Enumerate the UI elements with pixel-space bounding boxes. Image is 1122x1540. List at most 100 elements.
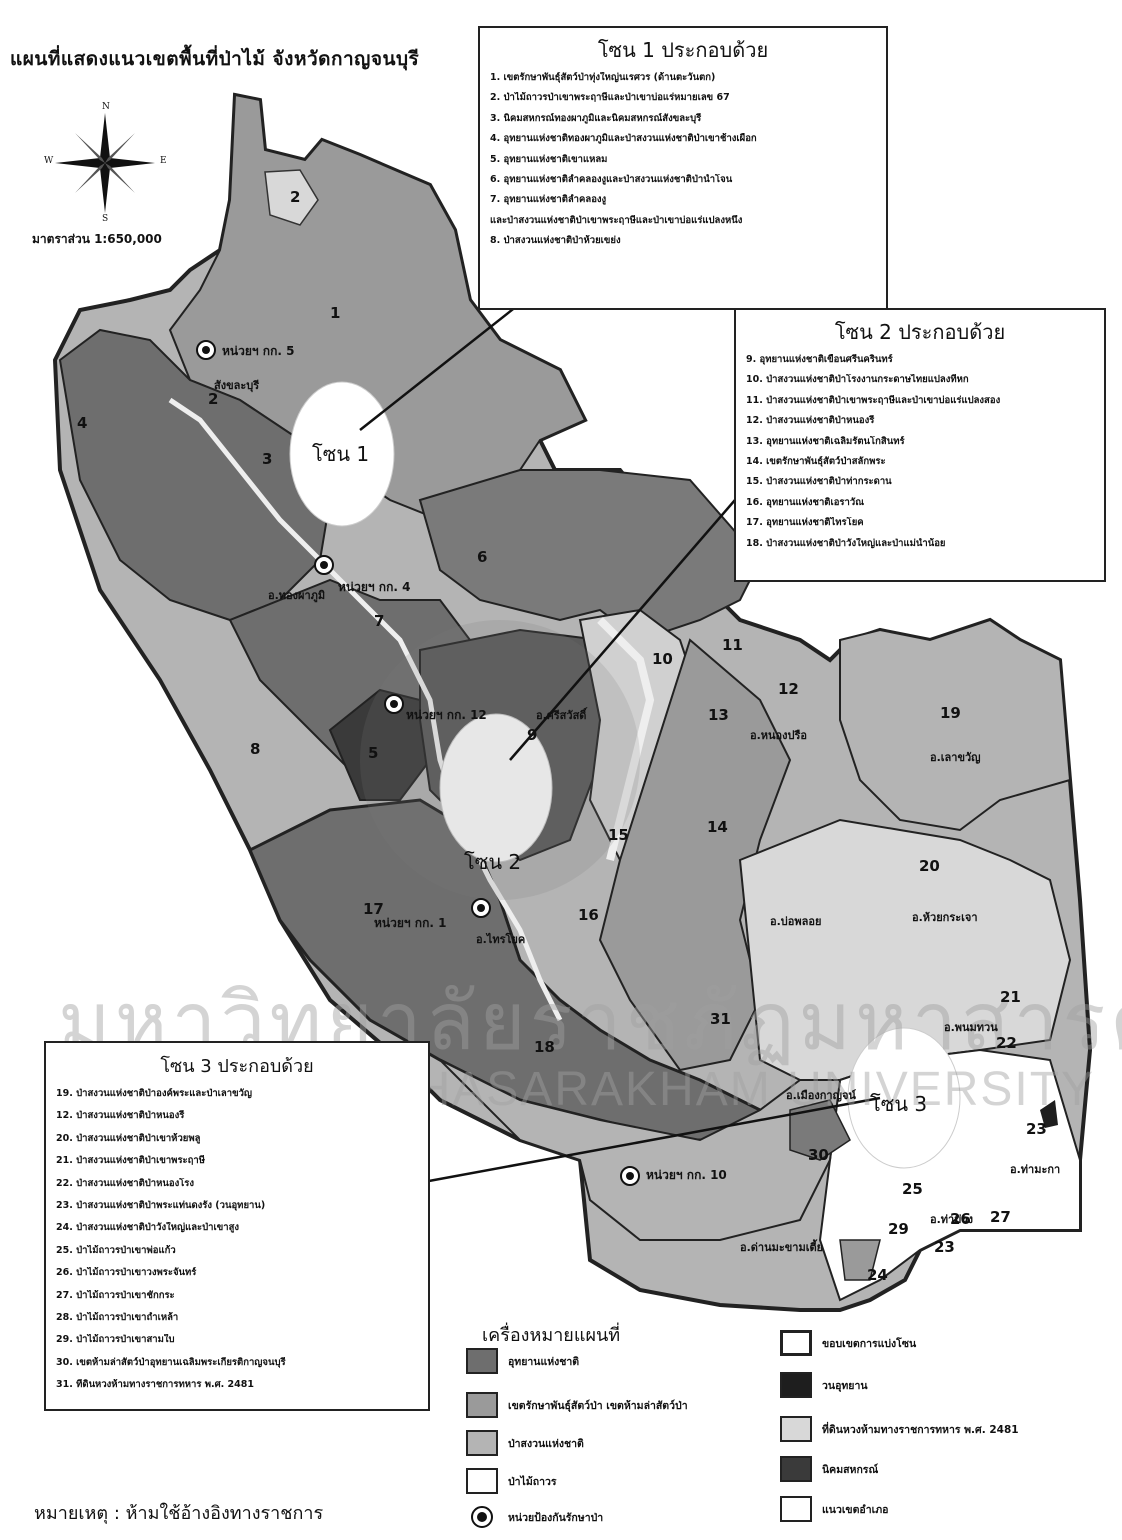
compass-rose-icon: N S W E [44, 102, 167, 224]
place-saiyok: อ.ไทรโยค [476, 933, 526, 946]
legend-item: ขอบเขตการแบ่งโซน [780, 1330, 916, 1356]
legend-item: หน่วยป้องกันรักษาป่า [466, 1504, 603, 1530]
area-number: 12 [778, 680, 799, 698]
area-number: 26 [950, 1210, 971, 1228]
zone3-item: 27. ป่าไม้ถาวรป่าเขาชักกระ [56, 1289, 175, 1301]
place-sangkhla: สังขละบุรี [214, 379, 260, 392]
place-boploi: อ.บ่อพลอย [770, 915, 822, 928]
zone3-item: 28. ป่าไม้ถาวรป่าเขาถ้ำเหล้า [56, 1311, 179, 1323]
legend-unit-marker-icon [466, 1504, 498, 1530]
zone2-item: 17. อุทยานแห่งชาติไทรโยค [746, 517, 864, 529]
area-number: 2 [290, 188, 301, 206]
river [168, 397, 563, 1022]
place-thamuang: อ.ท่าม่วง [930, 1213, 974, 1226]
legend-swatch-cooperative [780, 1456, 812, 1482]
compass-e: E [160, 156, 167, 166]
zone3-item: 26. ป่าไม้ถาวรป่าเขาวงพระจันทร์ [56, 1267, 197, 1279]
legend-swatch-military [780, 1416, 812, 1442]
place-mueang: อ.เมืองกาญจน์ [786, 1089, 856, 1102]
zone2-item: 14. เขตรักษาพันธุ์สัตว์ป่าสลักพระ [746, 455, 886, 467]
legend-label: เขตรักษาพันธุ์สัตว์ป่า เขตห้ามล่าสัตว์ป่… [508, 1399, 688, 1412]
legend-label: ป่าสงวนแห่งชาติ [508, 1437, 584, 1450]
area-number: 5 [368, 744, 379, 762]
place-thamaka: อ.ท่ามะกา [1010, 1163, 1061, 1176]
footnote: หมายเหตุ : ห้ามใช้อ้างอิงทางราชการ [34, 1503, 324, 1524]
area-6-national-park [418, 469, 762, 642]
zone2-leader [509, 499, 736, 761]
area-number: 10 [652, 650, 673, 668]
zone3-item: 25. ป่าไม้ถาวรป่าเขาพ่อแก้ว [56, 1244, 176, 1256]
zone1-item: 2. ป่าไม้ถาวรป่าเขาพระฤาษีและป่าเขาบ่อแร… [490, 92, 730, 104]
area-number: 2 [208, 390, 219, 408]
place-huaikrachao: อ.ห้วยกระเจา [912, 911, 978, 924]
area-19-forest [839, 618, 1072, 832]
legend-swatch-permanent-forest [466, 1468, 498, 1494]
zone1-item: 6. อุทยานแห่งชาติลำคลองงูและป่าสงวนแห่งช… [490, 173, 733, 185]
zone2-item: 9. อุทยานแห่งชาติเขื่อนศรีนครินทร์ [746, 354, 893, 365]
zone2-item: 13. อุทยานแห่งชาติเฉลิมรัตนโกสินทร์ [746, 435, 905, 447]
zone1-item: และป่าสงวนแห่งชาติป่าเขาพระฤาษีและป่าเขา… [490, 214, 743, 226]
zone3-item: 24. ป่าสงวนแห่งชาติป่าวังใหญ่และป่าเขาสู… [56, 1222, 240, 1234]
zone3-item: 29. ป่าไม้ถาวรป่าเขาสามใบ [56, 1334, 175, 1346]
zone3-item: 31. ที่ดินหวงห้ามทางราชการทหาร พ.ศ. 2481 [56, 1379, 254, 1391]
zone3-list: 19. ป่าสงวนแห่งชาติป่าองค์พระและป่าเลาขว… [56, 1088, 418, 1390]
area-number: 23 [934, 1238, 955, 1256]
scale-label: มาตราส่วน 1:650,000 [32, 232, 162, 246]
legend-swatch-district-boundary [780, 1496, 812, 1522]
zone1-list: 1. เขตรักษาพันธุ์สัตว์ป่าทุ่งใหญ่นเรศวร … [490, 72, 876, 247]
area-23-garden [1040, 1100, 1058, 1128]
area-number: 24 [867, 1266, 888, 1284]
legend-swatch-sanctuary [466, 1392, 498, 1418]
zone1-item: 4. อุทยานแห่งชาติทองผาภูมิและป่าสงวนแห่ง… [490, 133, 757, 145]
zone2-list: 9. อุทยานแห่งชาติเขื่อนศรีนครินทร์ 10. ป… [746, 354, 1094, 549]
legend-label: ที่ดินหวงห้ามทางราชการทหาร พ.ศ. 2481 [822, 1423, 1019, 1436]
zone3-item: 30. เขตห้ามล่าสัตว์ป่าอุทยานเฉลิมพระเกีย… [56, 1356, 286, 1368]
unit-label: หน่วยฯ กก. 4 [338, 580, 411, 594]
unit-markers [196, 340, 640, 1186]
compass-w: W [44, 156, 54, 166]
zone1-item: 7. อุทยานแห่งชาติลำคลองงู [490, 194, 607, 206]
area-30-sanctuary [789, 1099, 851, 1161]
area-number: 29 [888, 1220, 909, 1238]
area-number: 31 [710, 1010, 731, 1028]
legend-swatch-national-forest [466, 1430, 498, 1456]
zone1-box: โซน 1 ประกอบด้วย 1. เขตรักษาพันธุ์สัตว์ป… [478, 26, 888, 310]
area-number: 4 [77, 414, 88, 432]
area-24 [839, 1239, 881, 1281]
area-number: 1 [330, 304, 341, 322]
legend-title: เครื่องหมายแผนที่ [482, 1325, 621, 1346]
zone2-item: 18. ป่าสงวนแห่งชาติป่าวังใหญ่และป่าแม่น้… [746, 537, 946, 549]
legend-label: นิคมสหกรณ์ [822, 1463, 879, 1476]
area-2-permanent-forest [264, 169, 319, 226]
zone1-title: โซน 1 ประกอบด้วย [597, 38, 769, 62]
zone1-ellipse [289, 381, 395, 527]
zone2-item: 15. ป่าสงวนแห่งชาติป่าท่ากระดาน [746, 476, 892, 488]
zone3-title: โซน 3 ประกอบด้วย [160, 1056, 314, 1077]
zone2-item: 12. ป่าสงวนแห่งชาติป่าหนองรี [746, 415, 875, 427]
zone3-box: โซน 3 ประกอบด้วย 19. ป่าสงวนแห่งชาติป่าอ… [44, 1041, 430, 1411]
zone1-item: 5. อุทยานแห่งชาติเขาแหลม [490, 153, 608, 165]
area-number: 8 [250, 740, 261, 758]
zone2-ellipse [439, 713, 553, 863]
area-number: 27 [990, 1208, 1011, 1226]
zone3-item: 20. ป่าสงวนแห่งชาติป่าเขาห้วยพลู [56, 1132, 201, 1144]
zone1-item: 1. เขตรักษาพันธุ์สัตว์ป่าทุ่งใหญ่นเรศวร … [490, 72, 716, 83]
zone3-map-label: โซน 3 [870, 1092, 928, 1116]
area-number: 25 [902, 1180, 923, 1198]
area-number: 19 [940, 704, 961, 722]
area-number: 16 [578, 906, 599, 924]
place-danmakhamtia: อ.ด่านมะขามเตี้ย [740, 1241, 824, 1254]
area-number: 13 [708, 706, 729, 724]
unit-label: หน่วยฯ กก. 5 [222, 344, 295, 358]
zone3-leader [379, 1096, 881, 1192]
area-number: 23 [1026, 1120, 1047, 1138]
legend-item: ป่าไม้ถาวร [466, 1468, 557, 1494]
legend-item: วนอุทยาน [780, 1372, 868, 1398]
place-nongprue: อ.หนองปรือ [750, 729, 808, 742]
legend-swatch-zone-boundary [780, 1330, 812, 1356]
legend-label: อุทยานแห่งชาติ [508, 1355, 580, 1368]
area-number: 17 [363, 900, 384, 918]
legend-swatch-national-park [466, 1348, 498, 1374]
area-number: 22 [996, 1034, 1017, 1052]
